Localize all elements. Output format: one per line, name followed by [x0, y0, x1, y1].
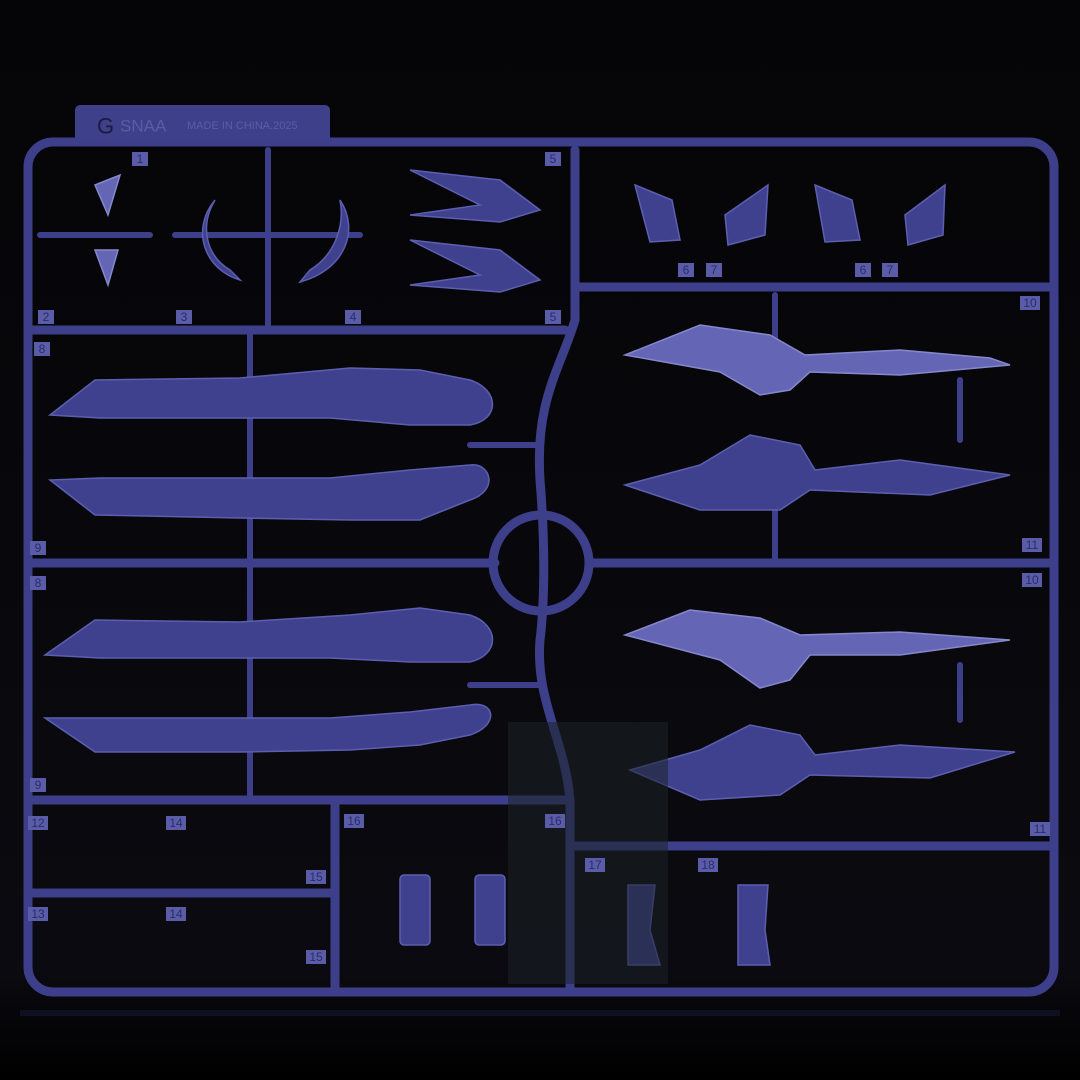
clear-stand-block: [508, 722, 668, 984]
part-number: 12: [31, 816, 45, 830]
part-number: 18: [701, 858, 715, 872]
part-labels: 1 2 3 4 5 5 6 7 6 7 8 9 8 9 10 11 10 11 …: [28, 152, 1050, 964]
part-number: 14: [169, 816, 183, 830]
part-number: 6: [860, 263, 867, 277]
part-number: 14: [169, 907, 183, 921]
part-number: 11: [1026, 538, 1039, 552]
part-6b: [814, 183, 861, 243]
part-7a: [724, 183, 769, 246]
part-5a: [409, 169, 542, 223]
part-1: [94, 173, 122, 218]
part-8a: [47, 367, 494, 426]
part-18: [737, 884, 771, 966]
part-number: 7: [711, 263, 718, 277]
part-16a: [399, 874, 431, 946]
part-number: 10: [1023, 296, 1037, 310]
part-number: 16: [548, 814, 562, 828]
part-number: 9: [35, 778, 42, 792]
runner-tag: G SNAA MADE IN CHINA.2025: [75, 105, 330, 145]
part-number: 10: [1025, 573, 1039, 587]
part-number: 8: [39, 342, 46, 356]
part-number: 3: [181, 310, 188, 324]
part-number: 2: [43, 310, 50, 324]
runner-frame: [23, 137, 1059, 997]
part-3: [201, 199, 243, 282]
part-16b: [474, 874, 506, 946]
part-5b: [409, 239, 542, 293]
part-10b: [622, 609, 1011, 689]
part-7b: [904, 183, 946, 246]
part-9a: [47, 464, 490, 521]
part-4: [297, 199, 350, 284]
part-number: 4: [350, 310, 357, 324]
part-number: 5: [550, 310, 557, 324]
part-number: 11: [1034, 822, 1047, 836]
parts: [42, 169, 1016, 984]
part-number: 6: [683, 263, 690, 277]
part-number: 8: [35, 576, 42, 590]
part-6a: [633, 183, 681, 243]
part-number: 7: [887, 263, 894, 277]
table-reflection: [20, 1010, 1060, 1016]
runner-letter: G: [97, 114, 114, 139]
part-number: 13: [31, 907, 45, 921]
part-11b: [627, 724, 1016, 801]
part-number: 1: [137, 152, 144, 166]
part-number: 15: [309, 870, 323, 884]
part-number: 16: [347, 814, 361, 828]
part-number: 5: [550, 152, 557, 166]
part-number: 9: [35, 541, 42, 555]
part-2: [93, 249, 119, 288]
part-11a: [622, 434, 1011, 511]
brand-text: SNAA: [120, 117, 167, 136]
part-8b: [42, 607, 494, 663]
part-number: 15: [309, 950, 323, 964]
origin-text: MADE IN CHINA.2025: [187, 120, 298, 132]
part-number: 17: [588, 858, 602, 872]
part-10a: [622, 324, 1011, 396]
part-9b: [42, 703, 492, 753]
